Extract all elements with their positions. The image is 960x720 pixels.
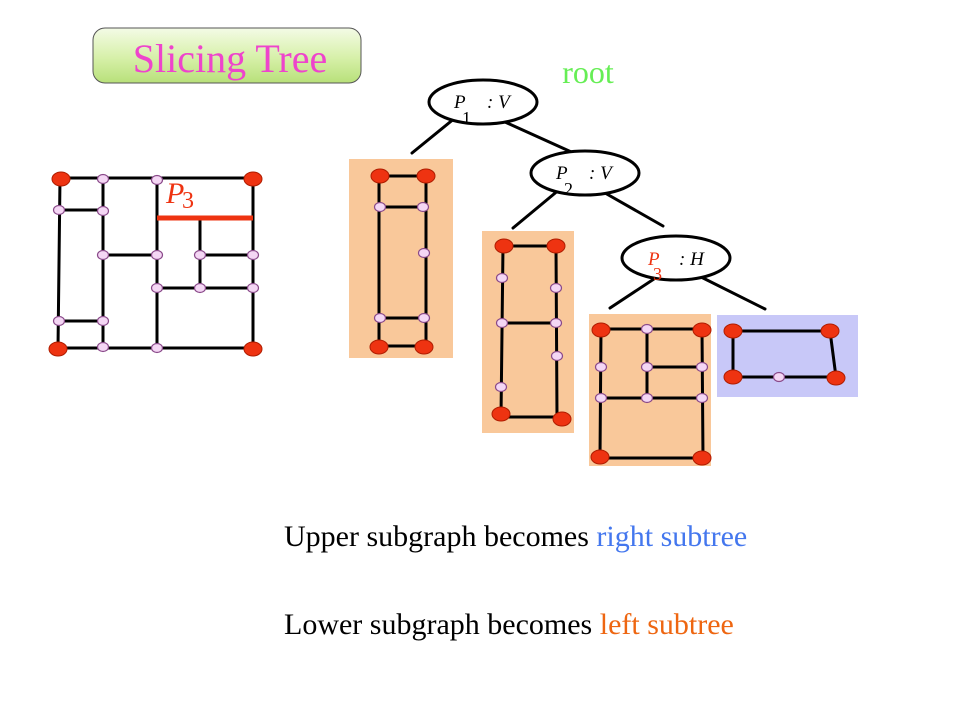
tree-edges	[410, 116, 767, 311]
svg-text:P: P	[555, 163, 568, 184]
svg-text:P: P	[647, 249, 660, 270]
subgraph-leaf-3	[589, 314, 712, 466]
caption-lower-prefix: Lower subgraph becomes	[284, 608, 592, 641]
svg-text:: V: : V	[487, 92, 512, 113]
svg-text:: H: : H	[679, 249, 705, 270]
svg-text:2: 2	[564, 179, 573, 199]
subgraph-leaf-2	[482, 231, 574, 433]
svg-text:P: P	[165, 177, 184, 210]
caption-lower-highlight: left subtree	[600, 608, 734, 641]
floorplan-graph	[48, 171, 263, 357]
caption-upper-prefix: Upper subgraph becomes	[284, 520, 589, 553]
title-text: Slicing Tree	[133, 36, 327, 81]
svg-text:P: P	[453, 92, 466, 113]
title-box: Slicing Tree	[92, 27, 362, 84]
caption-upper-highlight: right subtree	[596, 520, 747, 553]
svg-text:3: 3	[182, 188, 194, 214]
floorplan-p3-label: P 3	[165, 177, 194, 214]
svg-text:: V: : V	[589, 163, 614, 184]
tree-node-p1: P 1 : V	[427, 78, 539, 128]
svg-text:1: 1	[462, 108, 471, 128]
caption-upper: Upper subgraph becomes right subtree	[284, 520, 747, 553]
subgraph-leaf-1	[349, 159, 453, 358]
svg-text:3: 3	[653, 264, 662, 284]
tree-node-p2: P 2 : V	[529, 149, 641, 199]
subgraph-leaf-4	[717, 315, 858, 397]
tree-node-p3: P 3 : H	[620, 234, 732, 284]
root-label: root	[562, 54, 614, 90]
caption-lower: Lower subgraph becomes left subtree	[284, 608, 734, 641]
